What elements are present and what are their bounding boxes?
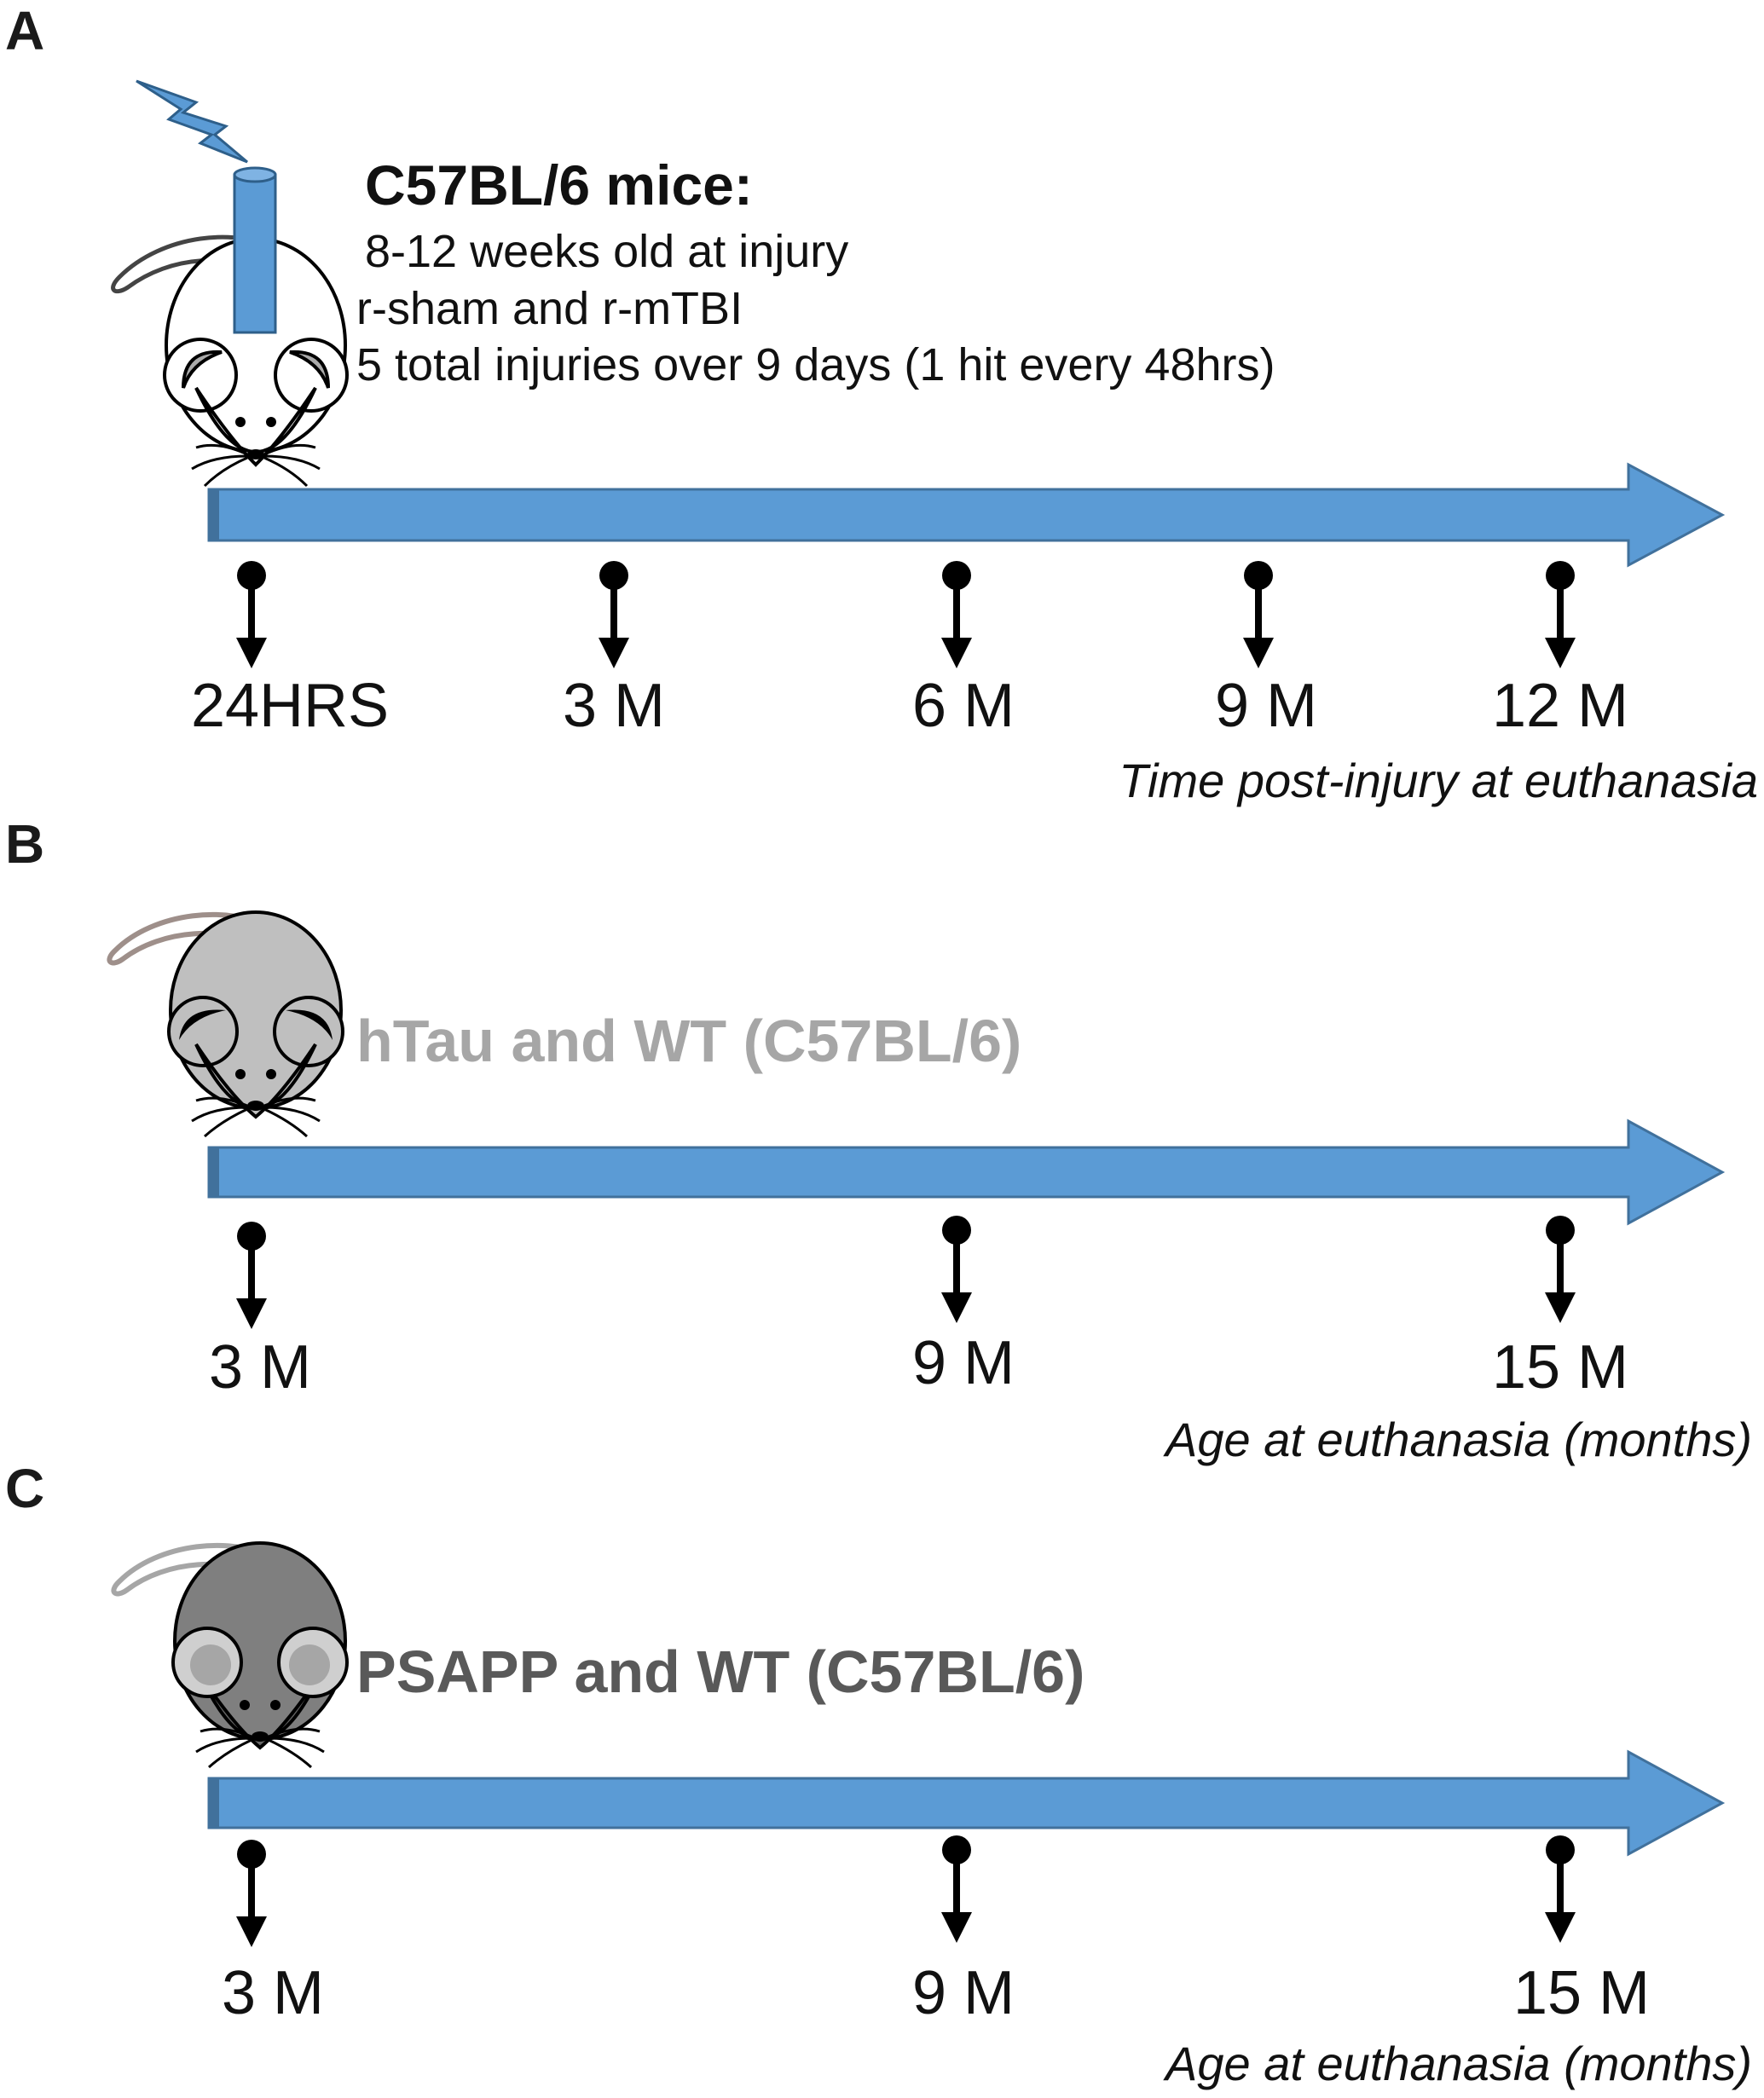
timepoint-label-9m: 9 M [912,1329,1015,1397]
injury-schedule-text: 5 total injuries over 9 days (1 hit ever… [356,339,1275,390]
timepoint-label-3m: 3 M [563,672,665,740]
panel-c-title: PSAPP and WT (C57BL/6) [356,1639,1084,1705]
timepoint-label-12m: 12 M [1492,672,1628,740]
panel-a-title: C57BL/6 mice: [365,153,753,217]
panel-a: A [5,0,1758,807]
timepoint-label-15m: 15 M [1513,1959,1650,2027]
panel-letter-c: C [5,1458,44,1519]
timeline-arrow-c [207,1749,1726,1857]
timepoint-label-9m: 9 M [912,1959,1015,2027]
panel-c: C PSAPP an [5,1458,1752,2090]
timepoint-marker-9m [1243,561,1274,668]
timepoint-label-24hrs: 24HRS [191,672,389,740]
timepoint-label-3m: 3 M [209,1333,311,1402]
panel-b-caption: Age at euthanasia (months) [1163,1413,1752,1466]
injury-age-text: 8-12 weeks old at injury [365,226,848,277]
timepoint-marker-9m [941,1216,972,1323]
groups-text: r-sham and r-mTBI [356,283,743,334]
timepoint-marker-3m [236,1222,267,1329]
panel-b: B hTau and WT (C57BL/6) [5,813,1752,1466]
timepoint-label-6m: 6 M [912,672,1015,740]
dark-gray-mouse-icon [111,1541,349,1769]
timepoint-marker-9m [941,1835,972,1943]
panel-letter-a: A [5,0,44,61]
timepoint-marker-12m [1545,561,1576,668]
light-gray-mouse-icon [107,910,344,1138]
timepoint-marker-24hrs [236,561,267,668]
timepoint-marker-3m [236,1840,267,1947]
panel-a-caption: Time post-injury at euthanasia [1119,754,1758,807]
timepoint-marker-15m [1545,1216,1576,1323]
timepoint-label-15m: 15 M [1492,1333,1628,1402]
white-mouse-icon [111,234,349,488]
timeline-arrow-b [207,1118,1726,1226]
impactor-rod-icon [233,166,277,334]
timepoint-label-9m: 9 M [1215,672,1317,740]
timepoint-marker-3m [599,561,629,668]
timeline-arrow-a [207,462,1726,568]
panel-b-title: hTau and WT (C57BL/6) [356,1008,1021,1074]
panel-letter-b: B [5,813,44,875]
timepoint-marker-15m [1545,1835,1576,1943]
lightning-bolt-icon [136,79,248,164]
timepoint-label-3m: 3 M [222,1959,324,2027]
timepoint-marker-6m [941,561,972,668]
panel-c-caption: Age at euthanasia (months) [1163,2037,1752,2090]
